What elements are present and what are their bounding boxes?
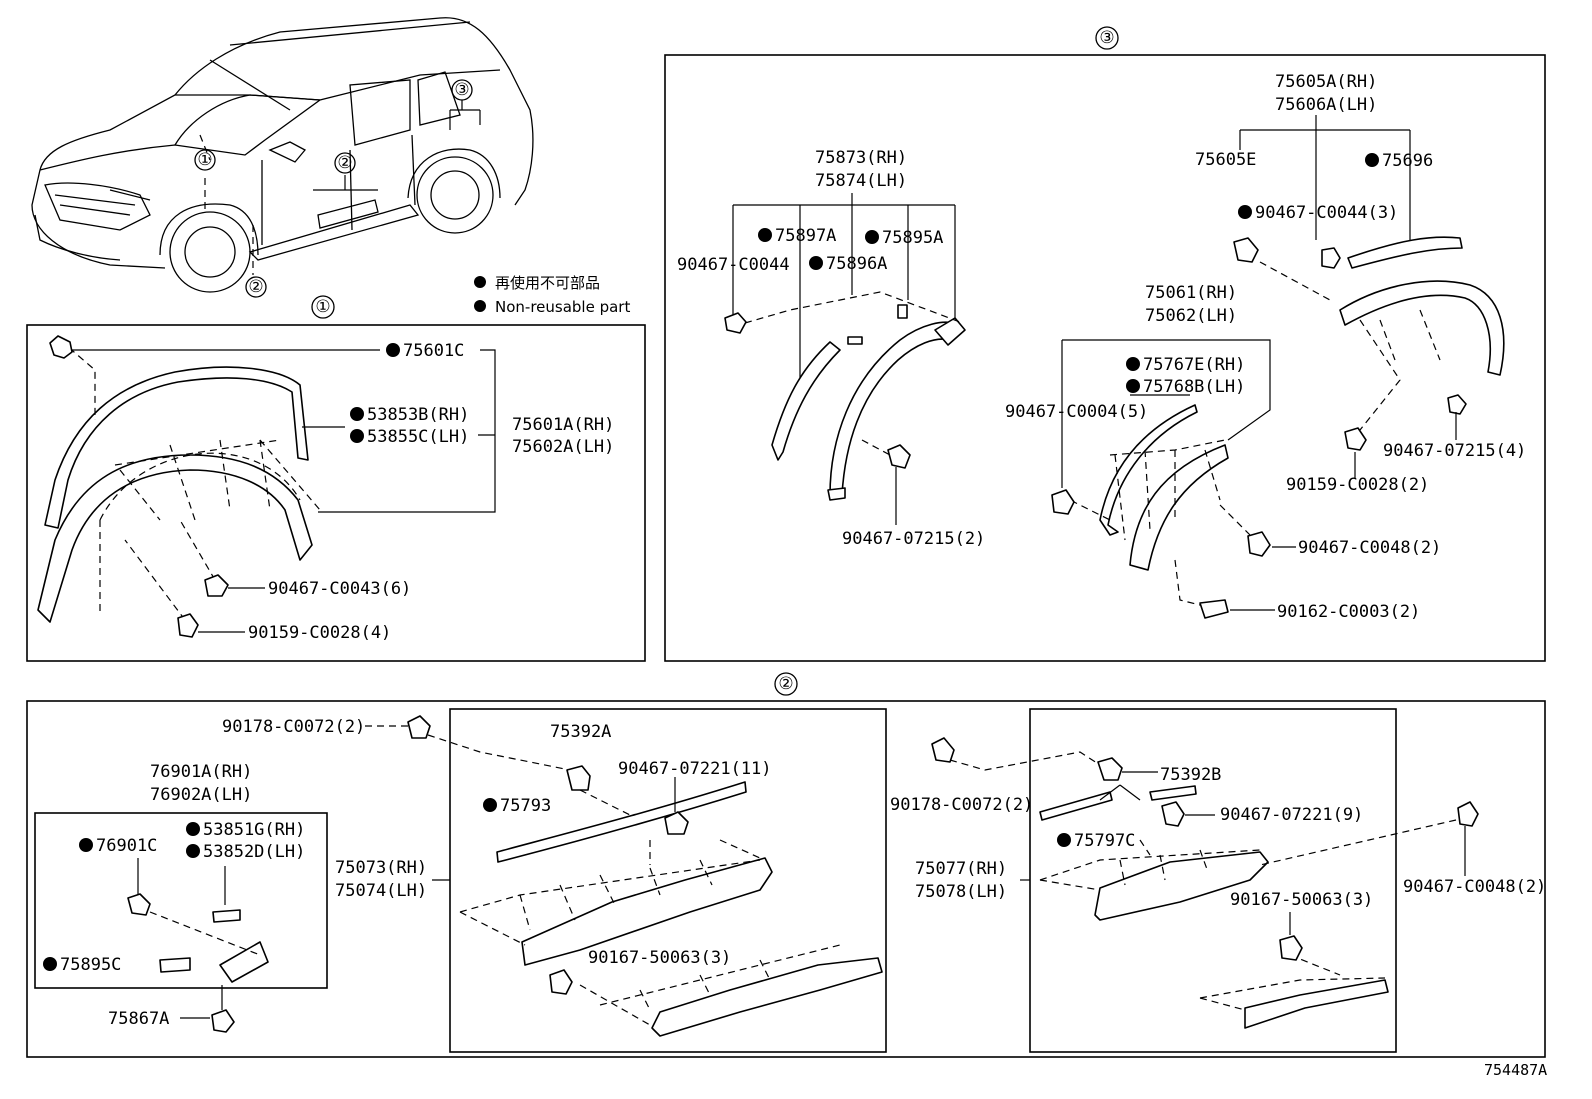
non-reusable-marker-icon [474,276,486,288]
part-90467-07221-11: 90467-07221(11) [618,759,772,779]
rear-arch-extension-group [724,193,966,525]
legend-en: Non-reusable part [495,298,630,316]
section-3-frame [664,54,1546,662]
part-75895A: 75895A [882,228,943,248]
non-reusable-marker-icon [186,822,200,836]
part-75867A: 75867A [108,1009,169,1029]
callout-2b-label: ② [248,277,263,297]
part-75077: 75077(RH) [915,859,1007,879]
section-1-marker [311,295,335,319]
part-90467-07215-2: 90467-07215(2) [842,529,985,549]
non-reusable-marker-icon [483,798,497,812]
part-90467-C0004: 90467-C0004(5) [1005,402,1148,422]
legend-jp: 再使用不可部品 [495,274,600,292]
part-75062: 75062(LH) [1145,306,1237,326]
non-reusable-marker-icon [43,957,57,971]
callout-1-label: ① [197,150,212,170]
section-2-label: ② [778,674,793,694]
callout-2-label: ② [337,153,352,173]
part-75896A: 75896A [826,254,887,274]
part-75606A: 75606A(LH) [1275,95,1377,115]
part-53851G: 53851G(RH) [203,820,305,840]
non-reusable-marker-icon [350,407,364,421]
part-76901A: 76901A(RH) [150,762,252,782]
part-90167-50063-a: 90167-50063(3) [588,948,731,968]
callout-1-front-wheel [194,149,216,171]
part-75768B: 75768B(LH) [1143,377,1245,397]
part-75392B: 75392B [1160,765,1221,785]
part-90167-50063-b: 90167-50063(3) [1230,890,1373,910]
part-90467-C0043: 90467-C0043(6) [268,579,411,599]
section-2-marker [774,672,798,696]
section-3-marker [1095,26,1119,50]
part-75074: 75074(LH) [335,881,427,901]
part-75078: 75078(LH) [915,882,1007,902]
non-reusable-marker-icon [758,228,772,242]
non-reusable-marker-icon [809,256,823,270]
part-75061: 75061(RH) [1145,283,1237,303]
part-75605A: 75605A(RH) [1275,72,1377,92]
part-90467-C0044: 90467-C0044 [677,255,790,275]
callout-3-rear-wheel [451,79,473,101]
non-reusable-marker-icon [386,343,400,357]
non-reusable-marker-icon [79,838,93,852]
part-75874: 75874(LH) [815,171,907,191]
part-76902A: 76902A(LH) [150,785,252,805]
figure-reference-number: 754487A [1484,1061,1547,1079]
vehicle-overview-illustration [31,17,534,293]
non-reusable-marker-icon [474,300,486,312]
part-75897A: 75897A [775,226,836,246]
part-90467-07215-4: 90467-07215(4) [1383,441,1526,461]
part-90467-07221-9: 90467-07221(9) [1220,805,1363,825]
part-90467-C0048-2b: 90467-C0048(2) [1403,877,1546,897]
part-75601C: 75601C [403,341,464,361]
non-reusable-marker-icon [1126,379,1140,393]
non-reusable-marker-icon [1238,205,1252,219]
part-75073: 75073(RH) [335,858,427,878]
non-reusable-marker-icon [186,844,200,858]
section-1-frame [26,324,646,662]
part-90467-C0044-3: 90467-C0044(3) [1255,203,1398,223]
part-53855C: 53855C(LH) [367,427,469,447]
section-1-label: ① [315,297,330,317]
callout-2-door-sill [334,152,356,174]
part-75873: 75873(RH) [815,148,907,168]
part-75601A: 75601A(RH) [512,415,614,435]
part-90467-C0048-2a: 90467-C0048(2) [1298,538,1441,558]
callout-2-front-sill [245,276,267,298]
non-reusable-marker-icon [1126,357,1140,371]
front-door-sill-molding-group [365,715,883,1037]
part-90178-C0072-b: 90178-C0072(2) [890,795,1033,815]
rear-door-sill-molding-group [931,737,1479,1029]
non-reusable-marker-icon [350,429,364,443]
part-75895C: 75895C [60,955,121,975]
non-reusable-marker-icon [1365,153,1379,167]
wheel-arch-molding-front [37,335,496,638]
part-53852D: 53852D(LH) [203,842,305,862]
section-2-frame [26,700,1546,1058]
part-75797C: 75797C [1074,831,1135,851]
part-90178-C0072-a: 90178-C0072(2) [222,717,365,737]
section-3-label: ③ [1099,28,1114,48]
rear-mudguard-group [1051,339,1296,619]
part-75605E: 75605E [1195,150,1256,170]
part-75793: 75793 [500,796,551,816]
front-lower-molding-group [127,858,269,1033]
part-76901C: 76901C [96,836,157,856]
callout-3-label: ③ [454,80,469,100]
non-reusable-marker-icon [1057,833,1071,847]
part-90162-C0003: 90162-C0003(2) [1277,602,1420,622]
part-90159-C0028: 90159-C0028(4) [248,623,391,643]
non-reusable-marker-icon [865,230,879,244]
part-53853B: 53853B(RH) [367,405,469,425]
part-75696: 75696 [1382,151,1433,171]
part-75392A: 75392A [550,722,611,742]
part-90159-C0028-2: 90159-C0028(2) [1286,475,1429,495]
part-75767E: 75767E(RH) [1143,355,1245,375]
rear-quarter-flare-group [1233,115,1505,478]
section-2-front-sub-frame [34,812,328,989]
part-75602A: 75602A(LH) [512,437,614,457]
